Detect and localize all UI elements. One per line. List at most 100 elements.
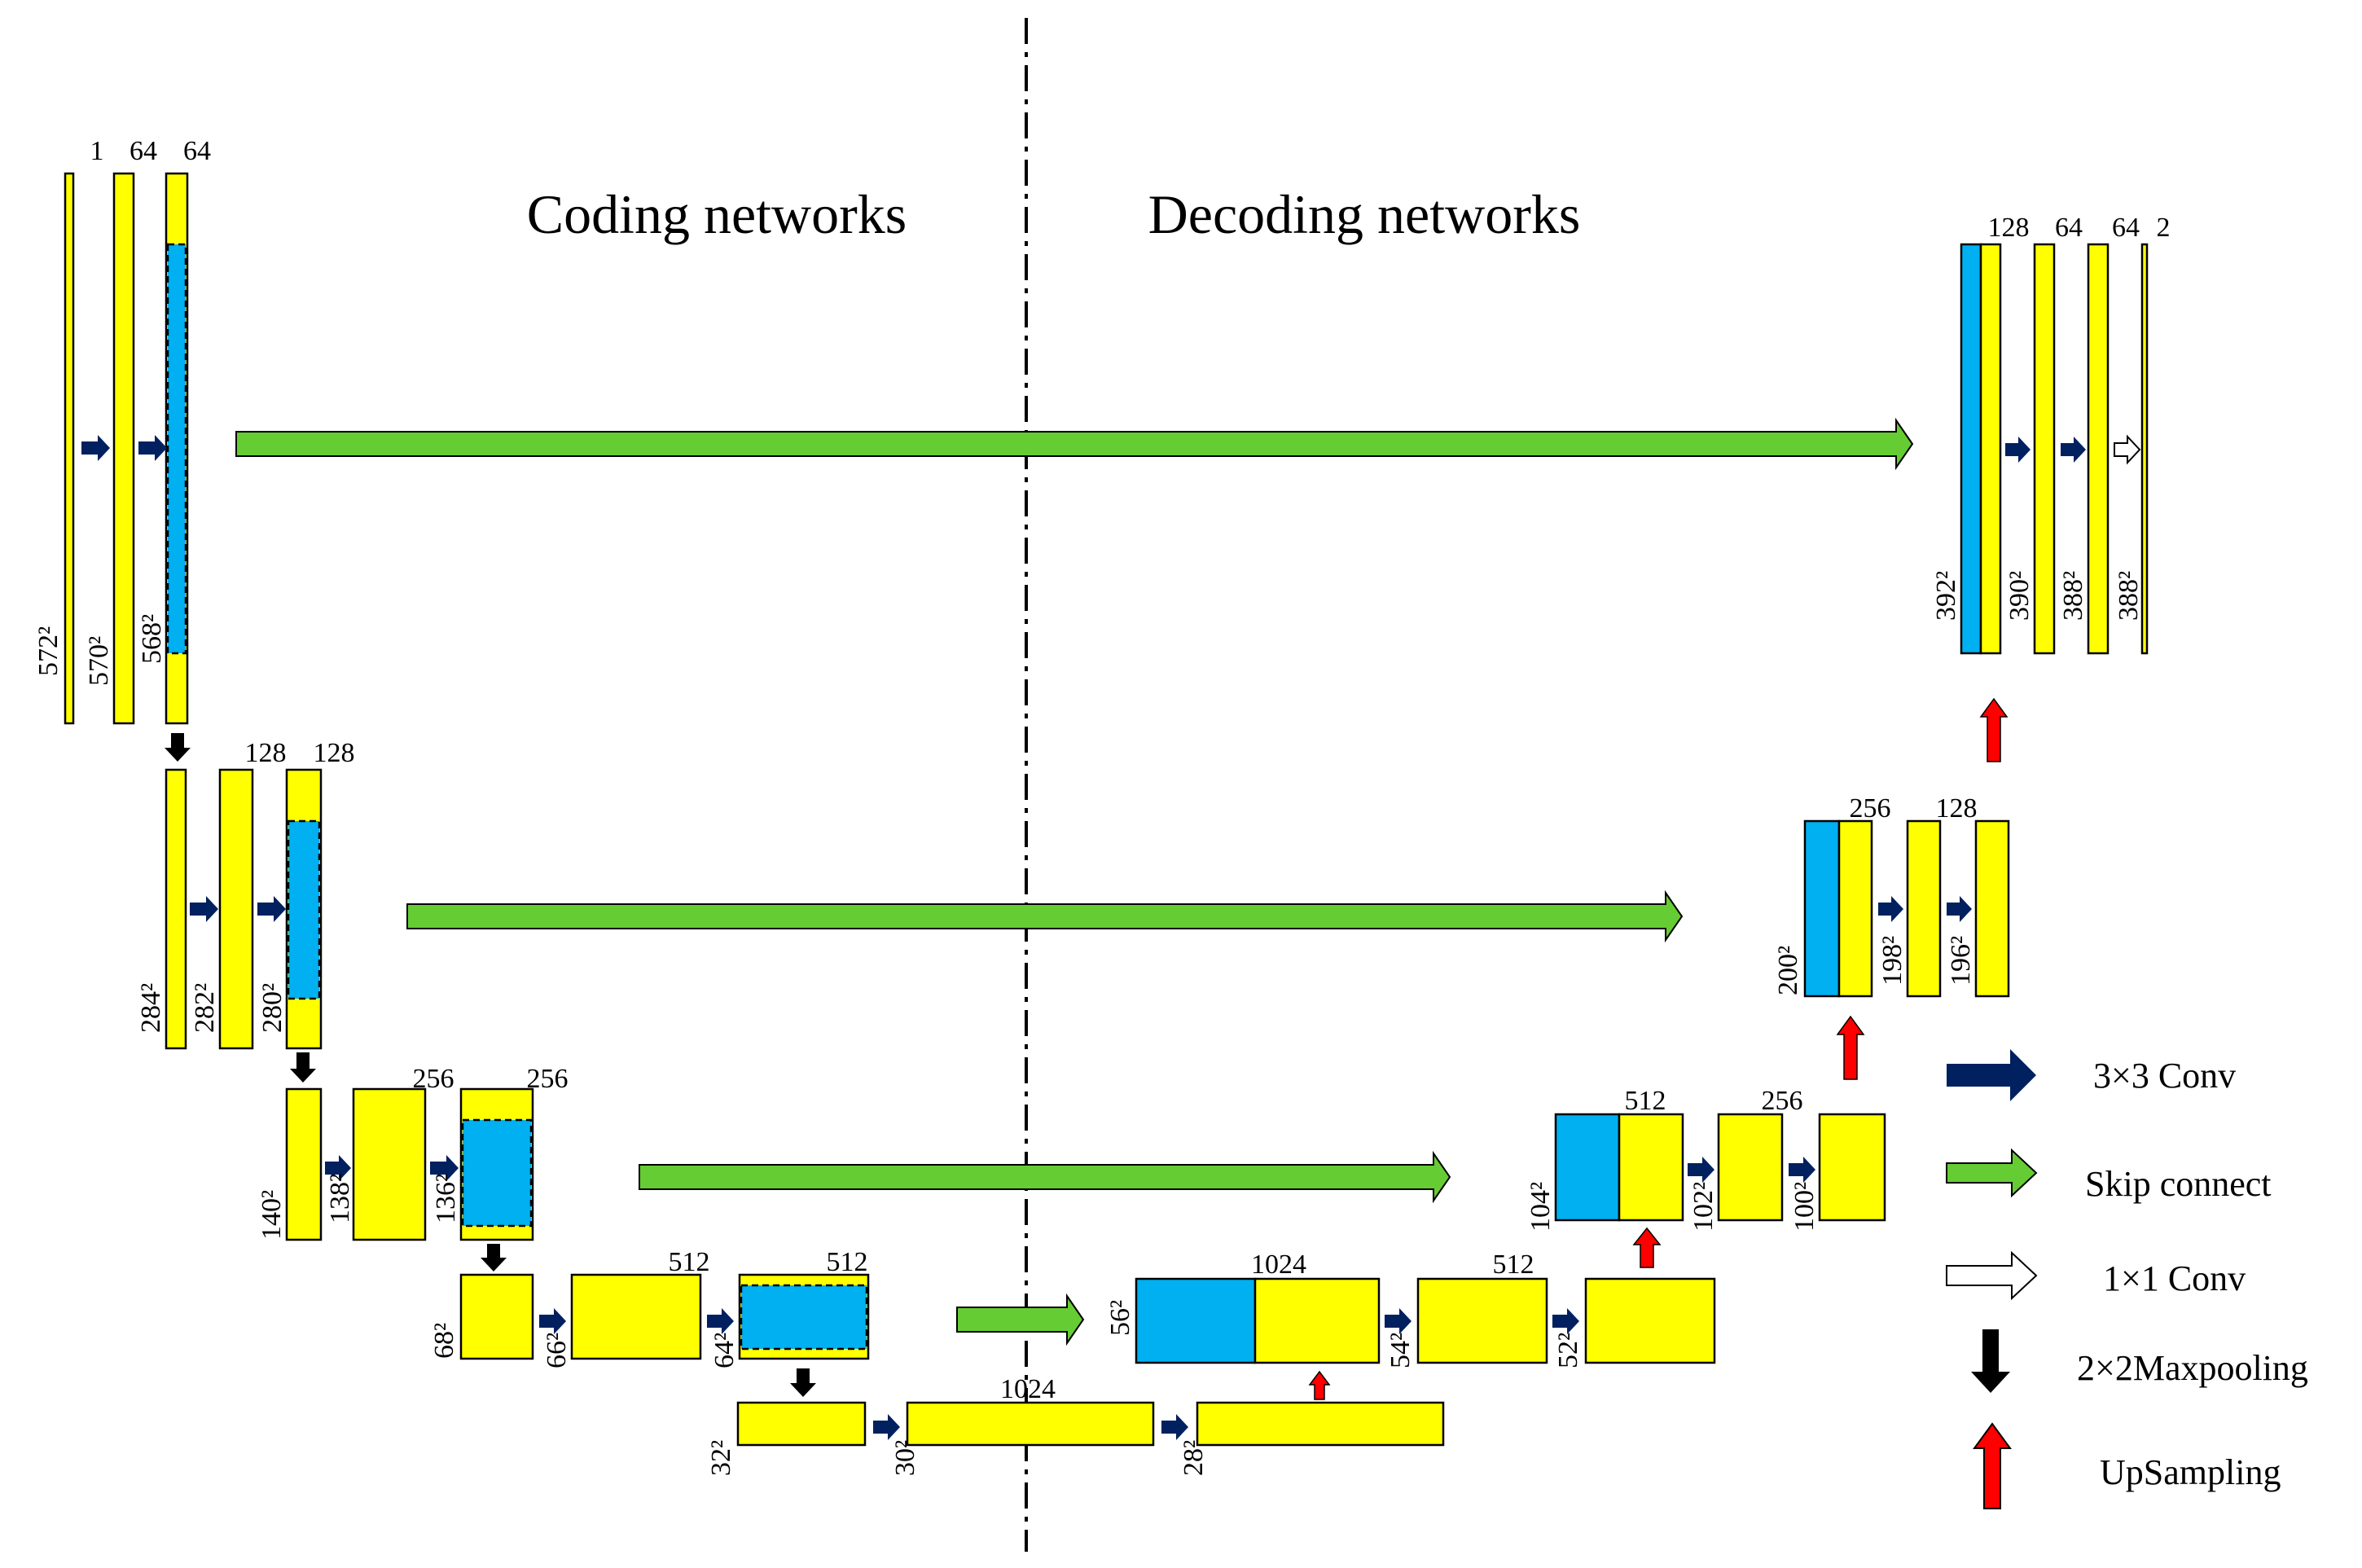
feature-map-198	[1906, 819, 1942, 998]
feature-map-54	[1416, 1277, 1548, 1364]
conv-arrow	[2005, 437, 2031, 463]
feature-map-140	[285, 1087, 323, 1241]
feature-map-572	[64, 172, 75, 725]
concat-cropped-568	[1960, 243, 1982, 655]
concat-cropped-136	[1554, 1113, 1621, 1222]
conv-arrow	[138, 435, 167, 461]
channel-label: 128	[245, 738, 287, 768]
conv-arrow	[190, 896, 218, 922]
conv-arrow	[325, 1155, 351, 1181]
feature-map-66	[570, 1273, 702, 1360]
feature-map-570	[112, 172, 135, 725]
conv-arrow	[873, 1414, 900, 1440]
upsample-arrow	[1979, 697, 2009, 762]
conv-arrow	[1789, 1157, 1815, 1183]
size-label: 196²	[1946, 936, 1976, 986]
legend-conv3-label: 3×3 Conv	[2093, 1056, 2236, 1096]
channel-label: 128	[314, 738, 355, 768]
size-label: 200²	[1773, 946, 1803, 995]
feature-map-32	[736, 1401, 867, 1447]
channel-label: 64	[183, 136, 211, 166]
crop-region-136	[461, 1118, 533, 1228]
channel-label: 64	[130, 136, 157, 166]
channel-label: 64	[2055, 213, 2083, 243]
channel-label: 2	[2157, 213, 2171, 243]
red-up-arrow-icon	[1973, 1422, 2012, 1509]
legend-skip-label: Skip connect	[2085, 1164, 2272, 1204]
legend: 3×3 Conv Skip connect 1×1 Conv 2×2Maxpoo…	[1946, 1049, 2308, 1509]
conv-arrow	[2061, 437, 2086, 463]
conv-arrow	[1385, 1308, 1411, 1334]
channel-label: 256	[413, 1064, 454, 1094]
size-label: 388²	[2114, 571, 2144, 621]
size-label: 28²	[1179, 1440, 1209, 1476]
feature-map-102	[1717, 1113, 1784, 1222]
coding-title: Coding networks	[527, 183, 907, 245]
feature-map-196	[1974, 819, 2010, 998]
skip-arrow-level4	[956, 1293, 1085, 1346]
feature-map-68	[459, 1273, 534, 1360]
size-label: 30²	[890, 1440, 920, 1476]
size-label: 284²	[136, 983, 166, 1033]
size-label: 52²	[1553, 1333, 1583, 1368]
conv-arrow	[707, 1308, 734, 1334]
feature-map-138	[352, 1087, 427, 1241]
crop-region-280	[287, 819, 321, 1000]
upsample-arrow	[1632, 1227, 1662, 1268]
concat-cropped-64	[1135, 1277, 1257, 1364]
feature-map-284	[165, 768, 187, 1050]
conv-arrow	[1688, 1157, 1714, 1183]
size-label: 102²	[1688, 1182, 1719, 1232]
black-down-arrow-icon	[1971, 1329, 2010, 1393]
size-label: 140²	[257, 1190, 287, 1240]
conv-arrow	[1552, 1308, 1579, 1334]
size-label: 282²	[190, 983, 220, 1033]
crop-region-64	[740, 1284, 868, 1351]
legend-upsample-label: UpSampling	[2100, 1452, 2281, 1492]
upsample-arrow	[1836, 1015, 1865, 1080]
feature-map-100	[1818, 1113, 1886, 1222]
size-label: 138²	[325, 1174, 355, 1223]
maxpool-arrow	[165, 733, 191, 762]
channel-label: 64	[2112, 213, 2140, 243]
channel-label: 256	[1762, 1086, 1803, 1116]
feature-map-30	[906, 1401, 1155, 1447]
skip-arrow-level3	[639, 1150, 1451, 1204]
channel-label: 512	[1493, 1250, 1534, 1280]
size-label: 68²	[429, 1323, 459, 1359]
feature-map-28	[1196, 1401, 1445, 1447]
conv-arrow	[430, 1155, 459, 1181]
maxpool-arrow	[481, 1244, 507, 1272]
conv-arrow	[539, 1308, 566, 1334]
size-label: 64²	[709, 1333, 740, 1368]
size-label: 198²	[1877, 936, 1908, 986]
legend-maxpool-label: 2×2Maxpooling	[2077, 1348, 2308, 1388]
feature-map-200	[1837, 819, 1873, 998]
green-right-arrow-icon	[1946, 1148, 2038, 1198]
feature-map-56	[1253, 1277, 1381, 1364]
channel-label: 512	[669, 1247, 710, 1277]
skip-arrow-level2	[406, 889, 1684, 943]
conv-arrow	[257, 896, 286, 922]
maxpool-arrow	[790, 1368, 816, 1397]
size-label: 388²	[2058, 571, 2088, 621]
size-label: 136²	[431, 1174, 461, 1223]
legend-conv1-label: 1×1 Conv	[2103, 1258, 2246, 1298]
white-outline-right-arrow-icon	[1946, 1250, 2038, 1301]
size-label: 570²	[84, 636, 114, 686]
size-label: 66²	[542, 1333, 572, 1368]
channel-label: 1024	[1000, 1374, 1056, 1404]
size-label: 100²	[1789, 1182, 1820, 1232]
size-label: 54²	[1385, 1333, 1416, 1368]
size-label: 32²	[706, 1440, 736, 1476]
output-map-388	[2140, 243, 2149, 655]
size-label: 104²	[1526, 1182, 1556, 1232]
feature-map-392	[1979, 243, 2002, 655]
channel-label: 256	[527, 1064, 569, 1094]
channel-label: 1024	[1251, 1250, 1306, 1280]
conv-arrow	[1161, 1414, 1188, 1440]
conv-arrow	[1947, 896, 1972, 922]
channel-label: 1	[90, 136, 104, 166]
upsample-arrow	[1308, 1370, 1331, 1400]
size-label: 568²	[137, 614, 167, 664]
